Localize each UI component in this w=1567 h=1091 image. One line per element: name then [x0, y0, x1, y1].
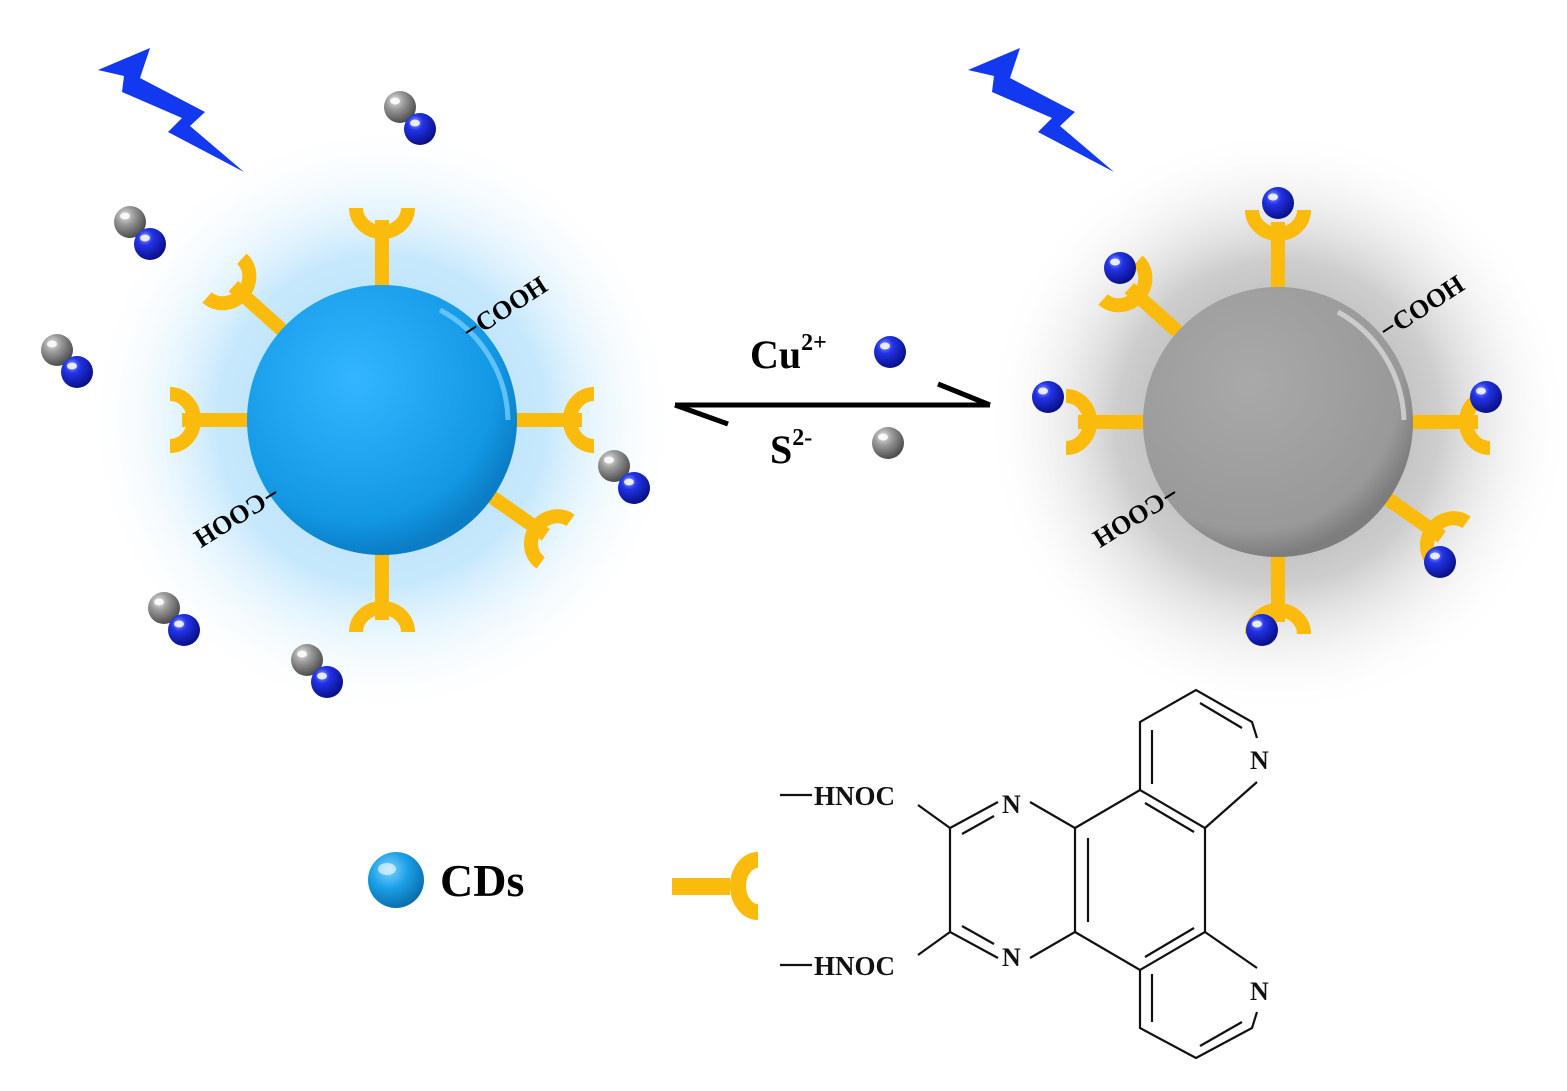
s-label: S2-: [770, 425, 812, 472]
cds-legend-label: CDs: [440, 855, 524, 906]
bound-cu-ion: [1262, 187, 1294, 219]
ion-pair: [114, 206, 166, 260]
pyrazine-n-top: N: [1002, 790, 1021, 819]
s-ion-icon: [872, 427, 904, 459]
bound-cu-ion: [1424, 546, 1456, 578]
ligand-legend-icon: [672, 852, 759, 920]
pyridine-n-bottom: N: [1250, 977, 1269, 1006]
reaction-arrow: Cu2+ S2-: [674, 330, 991, 472]
cu-ion-icon: [874, 336, 906, 368]
cu-label: Cu2+: [750, 330, 827, 377]
legend: CDs: [368, 852, 759, 920]
carbon-dot-gray: [1143, 287, 1413, 557]
pyrazine-n-bottom: N: [1002, 943, 1021, 972]
lightning-icon: [968, 48, 1114, 172]
quenched-cd-assembly: COOH COOH: [968, 48, 1567, 717]
ion-pair: [41, 334, 93, 388]
cds-legend-icon: [368, 852, 424, 908]
bound-cu-ion: [1246, 614, 1278, 646]
bound-cu-ion: [1032, 381, 1064, 413]
bound-cu-ion: [1104, 252, 1136, 284]
carbon-dot-blue: [247, 285, 517, 555]
fluorescent-cd-assembly: COOH COOH: [41, 48, 682, 720]
ligand-chemical-structure: HNOC HNOC N N N N: [780, 688, 1269, 1060]
hnoc-label-bottom: HNOC: [814, 951, 895, 981]
lightning-icon: [98, 48, 244, 172]
pyridine-n-top: N: [1250, 746, 1269, 775]
bound-cu-ion: [1470, 381, 1502, 413]
hnoc-label-top: HNOC: [814, 781, 895, 811]
